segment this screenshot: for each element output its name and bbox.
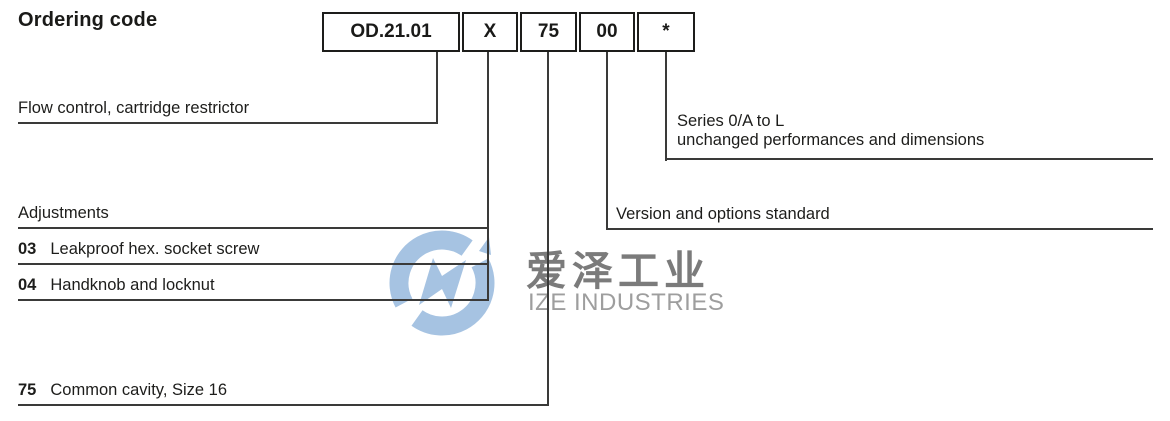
connector-line-series (665, 52, 667, 161)
code-box-series: * (637, 12, 695, 52)
ordering-code-boxes: OD.21.01 X 75 00 * (322, 12, 695, 52)
code-box-version: 00 (579, 12, 635, 52)
adjustment-04-text: Handknob and locknut (50, 276, 215, 294)
connector-line-flow (436, 52, 438, 123)
label-flow-control: Flow control, cartridge restrictor (18, 99, 438, 124)
label-series: Series 0/A to L unchanged performances a… (665, 112, 1153, 160)
label-cavity: 75 Common cavity, Size 16 (18, 381, 549, 406)
watermark-en-text: IZE INDUSTRIES (528, 289, 725, 316)
series-line2: unchanged performances and dimensions (677, 131, 985, 149)
connector-line-version (606, 52, 608, 229)
page-title: Ordering code (18, 9, 158, 31)
cavity-text: Common cavity, Size 16 (50, 381, 228, 399)
code-box-adjustment: X (462, 12, 518, 52)
adjustment-04-code: 04 (18, 276, 37, 294)
adjustments-title-text: Adjustments (18, 204, 109, 222)
connector-line-cavity (547, 52, 549, 406)
adjustment-03-code: 03 (18, 240, 37, 258)
label-adjustment-04: 04 Handknob and locknut (18, 276, 489, 301)
adjustment-03-text: Leakproof hex. socket screw (50, 240, 260, 258)
label-adjustment-03: 03 Leakproof hex. socket screw (18, 240, 489, 265)
code-box-model: OD.21.01 (322, 12, 460, 52)
cavity-code: 75 (18, 381, 37, 399)
series-line1: Series 0/A to L (677, 112, 785, 130)
label-adjustments-title: Adjustments (18, 204, 489, 229)
label-version: Version and options standard (606, 205, 1153, 230)
watermark-cn-text: 爱泽工业 (526, 248, 710, 294)
version-text: Version and options standard (616, 205, 830, 223)
connector-line-adjustments (487, 52, 489, 300)
code-box-cavity: 75 (520, 12, 577, 52)
flow-control-text: Flow control, cartridge restrictor (18, 99, 250, 117)
